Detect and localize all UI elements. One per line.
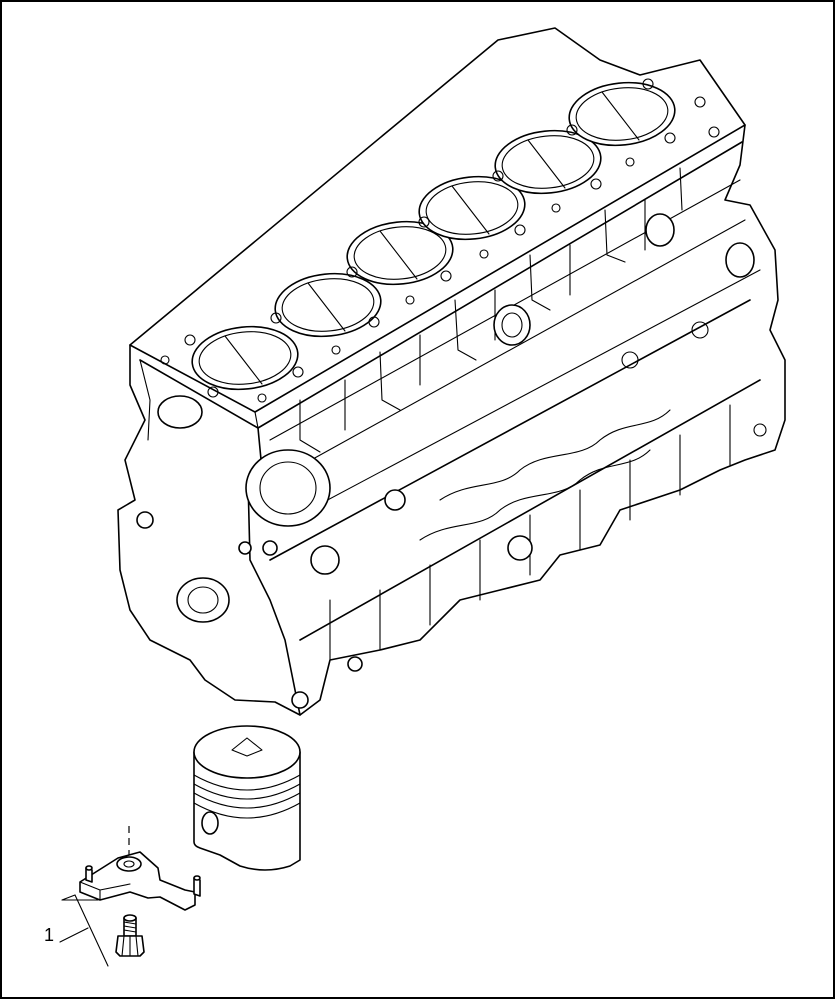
- callout-leader: [59, 894, 109, 967]
- nozzle-icon: [79, 851, 201, 911]
- head-bolt-holes: [160, 78, 720, 403]
- bolt-icon: [115, 914, 145, 957]
- piston-icon: [193, 725, 301, 871]
- block-ribs: [269, 167, 761, 521]
- cylinder-block-icon: [117, 27, 786, 716]
- cylinder-bores: [191, 81, 676, 391]
- callout-label-1: 1: [44, 925, 55, 945]
